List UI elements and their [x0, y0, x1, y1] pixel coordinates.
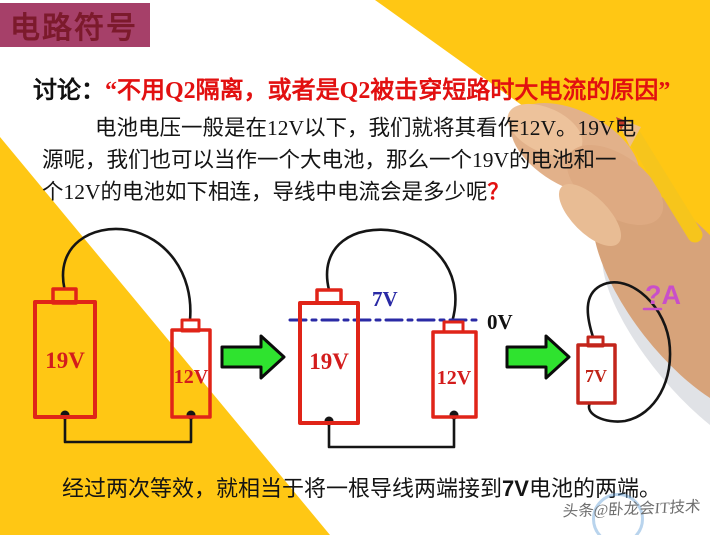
- page-title: 电路符号: [10, 12, 138, 45]
- circuit-right: 7V ?A: [576, 280, 681, 423]
- pencil-body: [624, 125, 703, 243]
- title-bar: 电路符号: [0, 3, 150, 47]
- circuit-left: 19V 12V: [33, 227, 212, 444]
- conclusion-line: 经过两次等效，就相当于将一根导线两端接到7V电池的两端。: [62, 471, 661, 503]
- thumb: [558, 183, 622, 247]
- unknown-current-label: ?A: [645, 280, 681, 310]
- arm: [592, 184, 710, 416]
- battery-label: 12V: [437, 367, 472, 389]
- body-paragraph: 电池电压一般是在12V以下，我们就将其看作12V。19V电 源呢，我们也可以当作…: [42, 112, 636, 208]
- conclusion-post: 电池的两端。: [528, 476, 661, 501]
- wire-bottom-left: [63, 413, 193, 444]
- battery-19v: [33, 300, 97, 419]
- discussion-quote: “不用Q2隔离，或者是Q2被击穿短路时大电流的原因”: [105, 78, 671, 104]
- watermark-ring-icon: [592, 493, 644, 535]
- battery-label: 19V: [45, 348, 85, 373]
- node-voltage-label: 7V: [372, 287, 398, 311]
- battery-7v: [576, 343, 617, 405]
- paragraph-line-text: 个12V的电池如下相连，导线中电流会是多少呢: [42, 180, 488, 204]
- hand-knuckle: [507, 103, 583, 157]
- pencil-point-icon: [616, 117, 626, 130]
- battery-19v: [298, 301, 360, 425]
- battery-label: 7V: [585, 366, 607, 386]
- battery-label: 19V: [309, 349, 349, 374]
- equivalence-arrow-icon: [220, 334, 286, 380]
- conclusion-pre: 经过两次等效，就相当于将一根导线两端接到: [62, 476, 503, 501]
- question-mark: ？: [487, 180, 510, 204]
- conclusion-7v: 7V: [502, 476, 529, 501]
- battery-12v: [431, 330, 478, 419]
- wire-top-left: [61, 227, 192, 322]
- paragraph-line: 源呢，我们也可以当作一个大电池，那么一个19V的电池和一: [42, 148, 617, 172]
- wire-loop-right: [586, 281, 672, 423]
- discussion-line: 讨论：“不用Q2隔离，或者是Q2被击穿短路时大电流的原因”: [33, 70, 670, 105]
- reference-voltage-label: 0V: [487, 310, 513, 334]
- circuit-middle: 19V 12V 7V 0V: [288, 228, 513, 449]
- battery-label: 12V: [174, 366, 209, 388]
- equivalence-arrow-icon: [505, 334, 571, 380]
- paragraph-line: 个12V的电池如下相连，导线中电流会是多少呢？: [42, 176, 636, 208]
- wire-top-middle: [325, 228, 457, 324]
- paragraph-line: 电池电压一般是在12V以下，我们就将其看作12V。19V电: [95, 116, 637, 140]
- hand-illustration: [507, 103, 710, 457]
- wire-bottom-middle: [327, 413, 456, 449]
- discussion-label: 讨论：: [33, 78, 105, 104]
- hand-palm: [566, 145, 664, 225]
- battery-12v: [170, 328, 212, 419]
